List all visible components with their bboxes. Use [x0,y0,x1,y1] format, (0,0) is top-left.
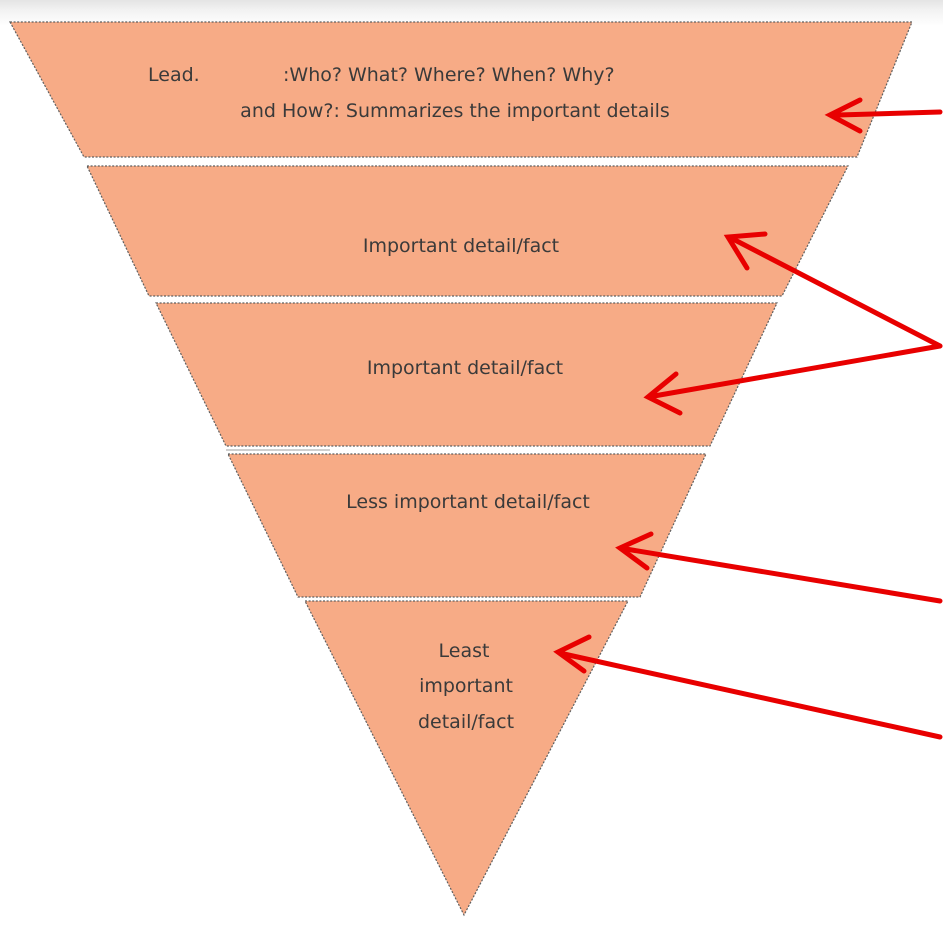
lead-label-line-2: and How?: Summarizes the important detai… [240,100,670,122]
arrow-to-important-2 [651,343,943,399]
lead-word: Lead. [148,64,200,86]
important-2-label: Important detail/fact [367,357,563,379]
arrow-to-important-1 [728,235,943,349]
arrowhead-lead [824,97,863,134]
arrow-to-less-important [623,546,943,604]
important-1-label: Important detail/fact [363,235,559,257]
least-important-label-line-2: important [419,675,513,697]
segment-important-2 [155,302,778,447]
arrow-to-least-important [561,651,943,740]
lead-questions: :Who? What? Where? When? Why? [283,64,615,86]
segment-lead [8,21,913,158]
less-important-label: Less important detail/fact [346,491,590,513]
lead-label-line-1: Lead. :Who? What? Where? When? Why? [148,64,615,86]
arrowhead-least-important [553,634,592,674]
arrows-group [553,97,943,740]
arrowhead-less-important [615,531,654,571]
least-important-label-line-1: Least [439,640,490,662]
arrowhead-important-2 [643,371,683,416]
segment-least-important [304,600,629,917]
segment-important-1 [86,165,849,297]
arrowhead-important-1 [723,231,768,271]
segment-less-important [227,453,707,598]
least-important-label-line-3: detail/fact [418,711,514,733]
arrow-to-lead [835,109,943,118]
